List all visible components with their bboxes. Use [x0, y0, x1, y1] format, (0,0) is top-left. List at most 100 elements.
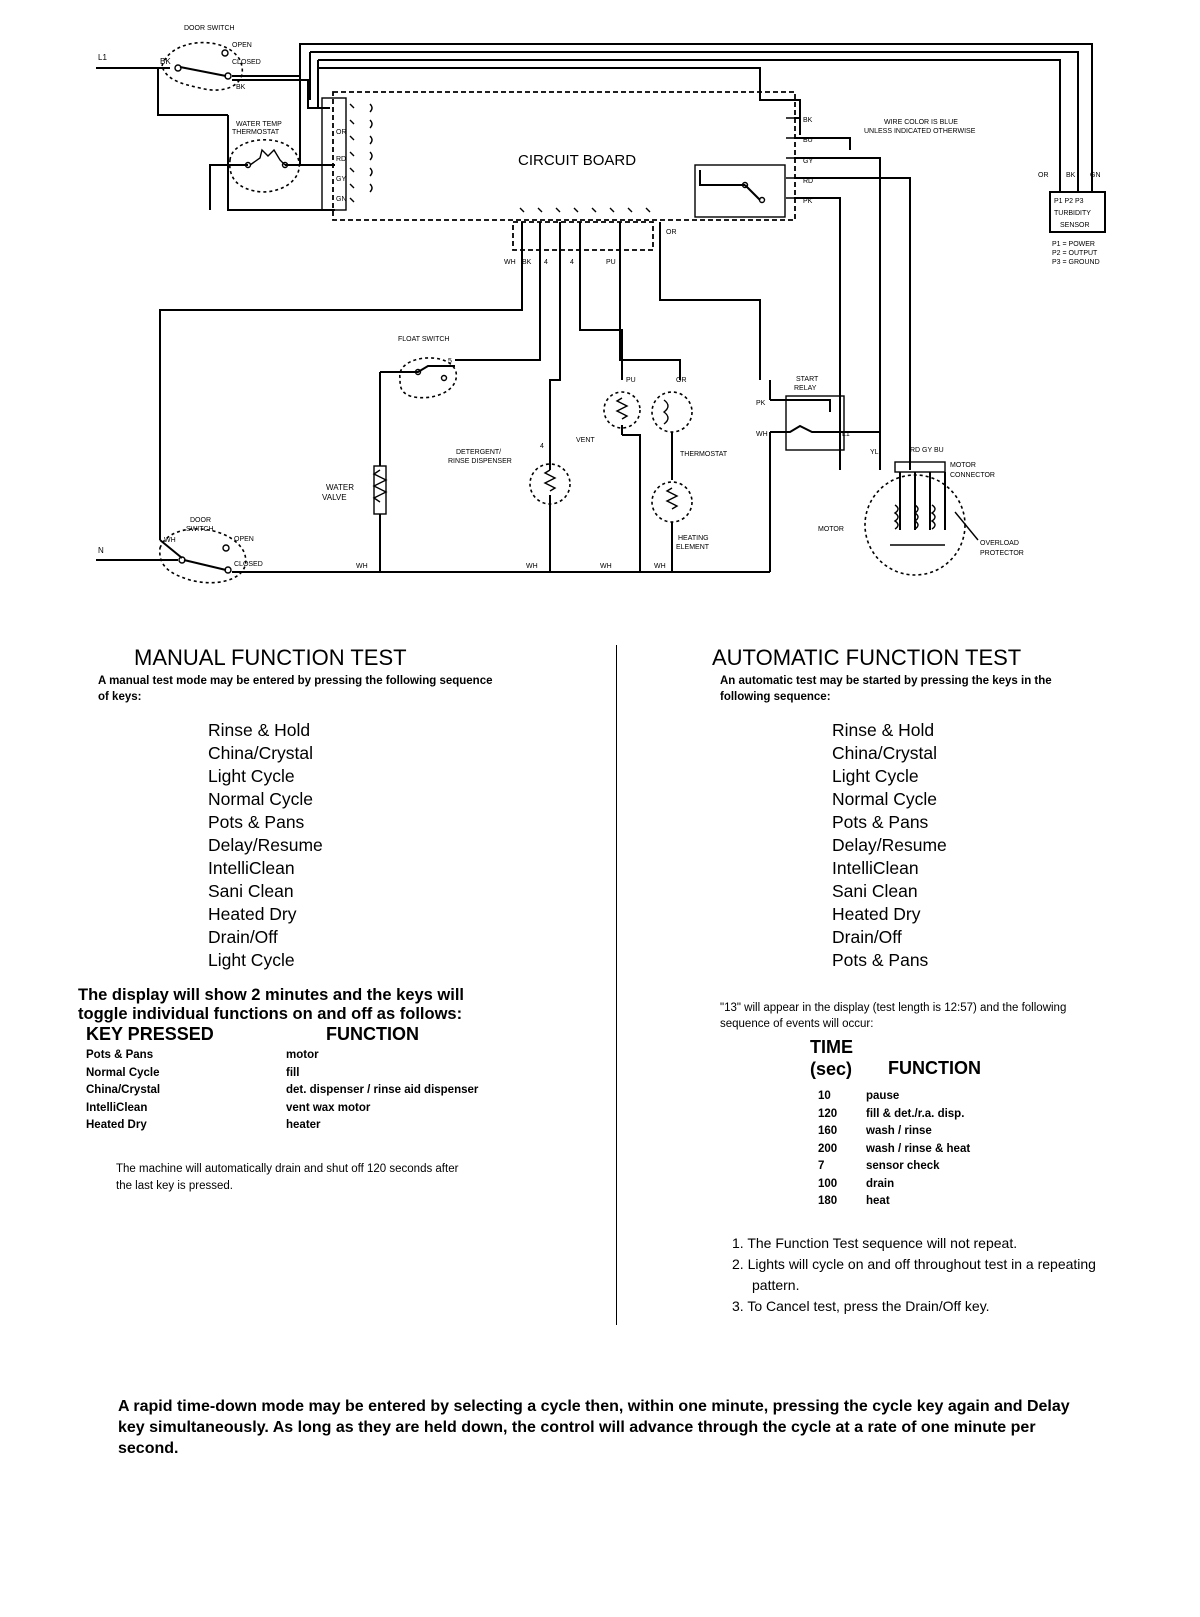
- detergent-label-1: DETERGENT/: [456, 449, 501, 456]
- automatic-intro: An automatic test may be started by pres…: [720, 675, 1052, 703]
- automatic-key: Pots & Pans: [832, 812, 929, 832]
- manual-drain-note: The machine will automatically drain and…: [116, 1162, 459, 1192]
- overload-label-2: PROTECTOR: [980, 550, 1024, 557]
- manual-key: Light Cycle: [208, 950, 295, 970]
- table-row: 180 heat: [818, 1193, 1146, 1211]
- motor-conn-wires: RD GY BU: [910, 447, 944, 454]
- time-cell: 180: [818, 1195, 838, 1207]
- detergent-label-2: RINSE DISPENSER: [448, 458, 512, 465]
- automatic-title: AUTOMATIC FUNCTION TEST: [712, 645, 1022, 670]
- function-cell: heat: [866, 1195, 890, 1207]
- function-cell: pause: [866, 1090, 900, 1102]
- vent-label: VENT: [576, 437, 595, 444]
- note-item: 2. Lights will cycle on and off througho…: [732, 1255, 1096, 1293]
- wire-color-note-2: UNLESS INDICATED OTHERWISE: [864, 128, 976, 135]
- manual-table-header: KEY PRESSED FUNCTION: [86, 1024, 608, 1045]
- automatic-key: Rinse & Hold: [832, 720, 935, 740]
- board-bottom-pin: PU: [606, 259, 616, 266]
- function-cell: heater: [286, 1119, 321, 1131]
- board-left-pin: GY: [336, 176, 346, 183]
- time-cell: 100: [818, 1177, 838, 1190]
- manual-key: Drain/Off: [208, 927, 278, 947]
- manual-key: Rinse & Hold: [208, 720, 311, 740]
- note-item: 1. The Function Test sequence will not r…: [732, 1234, 1018, 1251]
- neutral-wh: WH: [654, 563, 666, 570]
- start-relay-label-1: START: [796, 376, 819, 383]
- time-header-2: (sec): [810, 1059, 853, 1079]
- automatic-key: China/Crystal: [832, 743, 938, 763]
- board-right-pin: BK: [803, 117, 813, 124]
- door-switch-top-open: OPEN: [232, 42, 252, 49]
- automatic-key: Normal Cycle: [832, 789, 938, 809]
- sensor-wire: OR: [1038, 172, 1049, 179]
- key-cell: Heated Dry: [86, 1119, 147, 1131]
- automatic-key: Heated Dry: [832, 904, 921, 924]
- neutral-wh: WH: [356, 563, 368, 570]
- manual-key: Heated Dry: [208, 904, 297, 924]
- door-switch-top-bk: BK: [160, 57, 171, 66]
- sensor-legend: P2 = OUTPUT: [1052, 250, 1098, 257]
- thermostat-label: THERMOSTAT: [680, 451, 728, 458]
- board-right-pin: PK: [803, 198, 813, 205]
- automatic-key: Sani Clean: [832, 881, 918, 901]
- rapid-time-down-note: A rapid time-down mode may be entered by…: [118, 1398, 1070, 1457]
- manual-title: MANUAL FUNCTION TEST: [134, 645, 407, 670]
- manual-key: Normal Cycle: [208, 789, 314, 809]
- function-cell: motor: [286, 1049, 319, 1061]
- board-right-pin: BU: [803, 137, 813, 144]
- time-cell: 120: [818, 1107, 838, 1120]
- board-bottom-pin: 4: [544, 259, 548, 266]
- water-temp-thermostat-label-2: THERMOSTAT: [232, 129, 280, 136]
- door-switch-bottom-open: OPEN: [234, 536, 254, 543]
- automatic-key: Pots & Pans: [832, 950, 929, 970]
- motor-connector-label-1: MOTOR: [950, 462, 976, 469]
- manual-key: China/Crystal: [208, 743, 314, 763]
- sensor-wire: GN: [1090, 172, 1101, 179]
- automatic-key-list: Rinse & Hold China/Crystal Light Cycle N…: [832, 719, 1146, 972]
- function-cell: det. dispenser / rinse aid dispenser: [286, 1084, 479, 1096]
- board-bottom-pin: WH: [504, 259, 516, 266]
- board-left-pin: RD: [336, 156, 346, 163]
- l1-label: L1: [98, 53, 107, 62]
- sensor-wire: BK: [1066, 172, 1076, 179]
- key-cell: IntelliClean: [86, 1101, 148, 1114]
- time-cell: 7: [818, 1160, 825, 1172]
- heating-element-label-1: HEATING: [678, 535, 709, 542]
- sensor-legend: P1 = POWER: [1052, 241, 1095, 248]
- automatic-key: IntelliClean: [832, 858, 919, 878]
- manual-key: Pots & Pans: [208, 812, 305, 832]
- motor-yl-label: YL: [870, 449, 879, 456]
- board-left-pins: OR RD GY GN: [321, 97, 373, 211]
- function-cell: fill: [286, 1066, 300, 1079]
- function-cell: wash / rinse: [866, 1125, 932, 1137]
- manual-key: Delay/Resume: [208, 835, 323, 855]
- time-cell: 10: [818, 1090, 831, 1102]
- neutral-wh: WH: [600, 563, 612, 570]
- board-right-pin: GY: [803, 158, 813, 165]
- start-relay-terminal: L1: [842, 431, 850, 438]
- manual-function-test: MANUAL FUNCTION TEST A manual test mode …: [78, 645, 608, 1195]
- manual-key-list: Rinse & Hold China/Crystal Light Cycle N…: [208, 719, 608, 972]
- function-cell: vent wax motor: [286, 1101, 371, 1114]
- water-valve-label-2: VALVE: [322, 493, 347, 502]
- automatic-key: Drain/Off: [832, 927, 902, 947]
- key-cell: Pots & Pans: [86, 1049, 154, 1061]
- sensor-legend: P3 = GROUND: [1052, 259, 1100, 266]
- manual-key: IntelliClean: [208, 858, 295, 878]
- door-switch-bottom-wh: WH: [164, 537, 176, 544]
- start-relay-pk: PK: [756, 400, 766, 407]
- key-cell: China/Crystal: [86, 1084, 161, 1096]
- water-temp-thermostat-label: WATER TEMP: [236, 121, 282, 128]
- door-switch-top-label: DOOR SWITCH: [184, 25, 235, 32]
- neutral-wh: WH: [526, 563, 538, 570]
- float-switch-label: FLOAT SWITCH: [398, 336, 449, 343]
- motor-connector-label-2: CONNECTOR: [950, 472, 995, 479]
- board-or-pin: OR: [666, 229, 677, 236]
- start-relay-wh: WH: [756, 431, 768, 438]
- function-cell: wash / rinse & heat: [866, 1142, 971, 1155]
